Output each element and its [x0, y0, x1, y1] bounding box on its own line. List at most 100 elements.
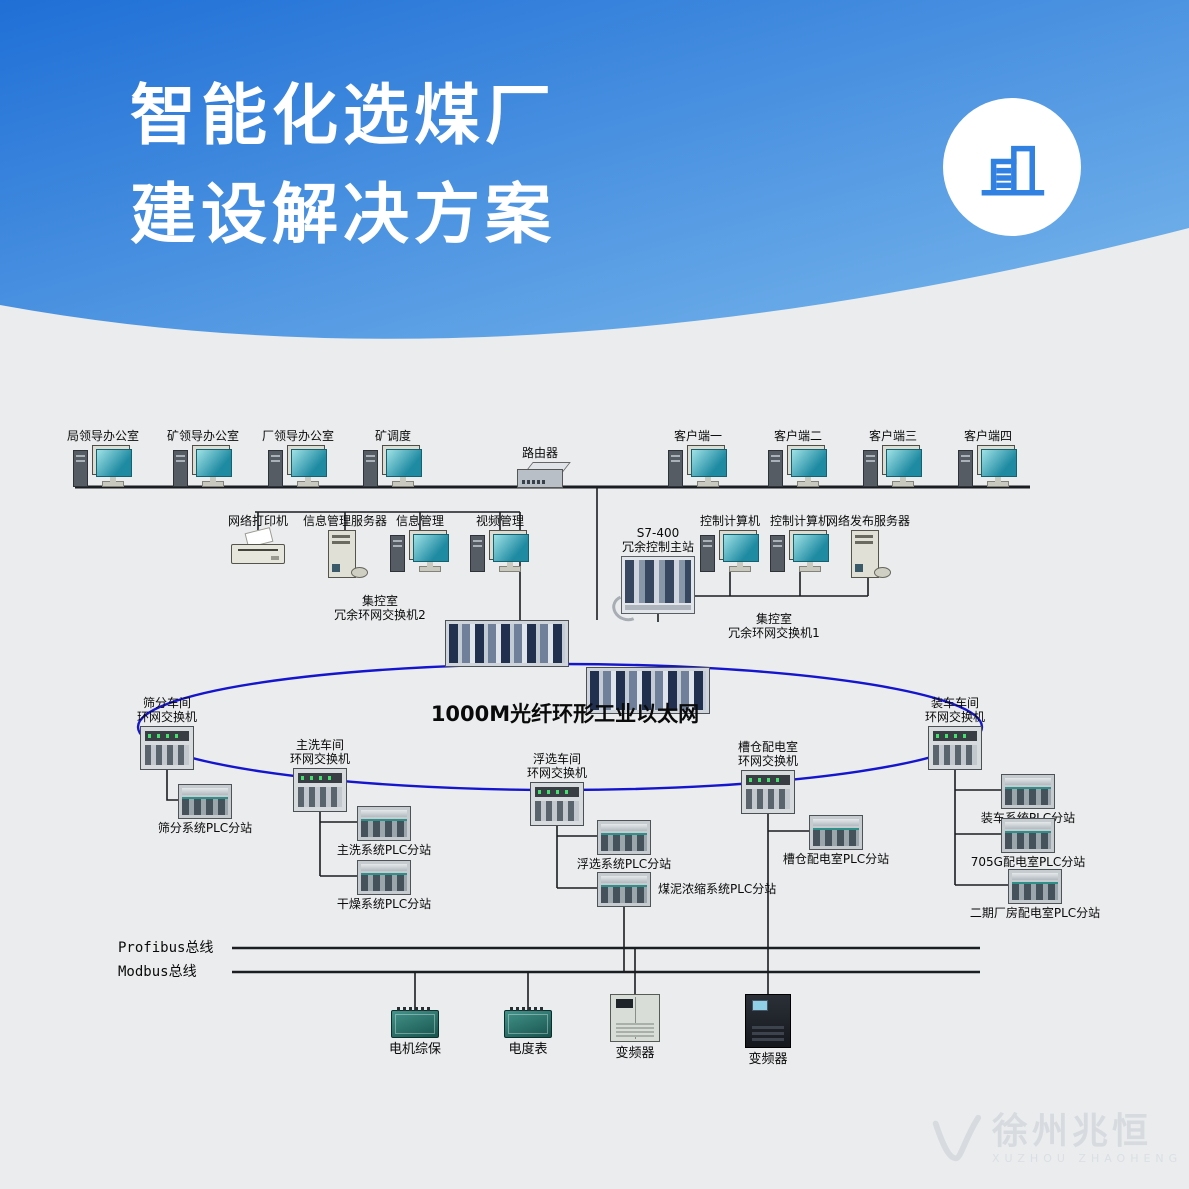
- node-web-publish-server: 网络发布服务器: [823, 514, 913, 578]
- node-label: 客户端三: [868, 429, 917, 443]
- node-info-server: 信息管理服务器: [300, 514, 390, 578]
- vfd-cabinet-icon: [610, 994, 660, 1042]
- node-client-4: 客户端四: [943, 429, 1033, 487]
- flotation-links: [556, 824, 598, 889]
- node-label: 客户端四: [963, 429, 1012, 443]
- watermark-subtitle: XUZHOU ZHAOHENG: [992, 1152, 1183, 1165]
- loading-links: [954, 766, 1009, 886]
- node-label: 变频器: [615, 1046, 655, 1061]
- node-label: 主洗系统PLC分站: [336, 843, 432, 857]
- s7-rack-icon: [621, 556, 695, 614]
- node-label: S7-400 冗余控制主站: [621, 526, 694, 554]
- node-plant-office: 厂领导办公室: [253, 429, 343, 487]
- node-label: 客户端一: [673, 429, 722, 443]
- plc-rack-icon: [809, 815, 863, 850]
- pc-icon: [767, 445, 829, 487]
- node-network-printer: 网络打印机: [213, 514, 303, 566]
- control-group-links: [657, 572, 869, 622]
- node-mine-dispatch: 矿调度: [348, 429, 438, 487]
- node-label: 矿调度: [374, 429, 411, 443]
- ring-switch-flotation: 浮选车间 环网交换机: [512, 752, 602, 826]
- pc-icon: [699, 530, 761, 572]
- pc-icon: [862, 445, 924, 487]
- node-label: 信息管理: [395, 514, 444, 528]
- node-client-1: 客户端一: [653, 429, 743, 487]
- node-energy-meter: 电度表: [478, 1007, 578, 1057]
- node-bureau-office: 局领导办公室: [58, 429, 148, 487]
- core-switch-1-label: 集控室 冗余环网交换机1: [728, 612, 820, 640]
- node-label: 变频器: [748, 1052, 788, 1067]
- pc-icon: [172, 445, 234, 487]
- node-vfd-2: 变频器: [718, 994, 818, 1067]
- watermark-logo: 徐州兆恒 XUZHOU ZHAOHENG: [926, 1110, 1182, 1168]
- node-label: 装车车间 环网交换机: [924, 696, 985, 724]
- plc-705g-power: 705G配电室PLC分站: [963, 818, 1093, 869]
- node-label: 浮选车间 环网交换机: [526, 752, 587, 780]
- node-label: 矿领导办公室: [166, 429, 239, 443]
- plc-rack-icon: [357, 860, 411, 895]
- ring-title: 1000M光纤环形工业以太网: [430, 702, 700, 726]
- node-label: 干燥系统PLC分站: [336, 897, 432, 911]
- plc-rack-icon: [178, 784, 232, 819]
- plc-main-wash: 主洗系统PLC分站: [319, 806, 449, 857]
- pc-icon: [389, 530, 451, 572]
- node-video-mgmt: 视频管理: [455, 514, 545, 572]
- plc-slime-thickening: [597, 872, 651, 907]
- bus-label-profibus: Profibus总线: [118, 940, 214, 956]
- plc-rack-icon: [1001, 774, 1055, 809]
- node-motor-protection: 电机综保: [365, 1007, 465, 1057]
- pc-icon: [362, 445, 424, 487]
- ring-switch-icon: [140, 726, 194, 770]
- pc-icon: [667, 445, 729, 487]
- node-label: 槽仓配电室 环网交换机: [737, 740, 798, 768]
- protection-relay-icon: [391, 1007, 439, 1038]
- node-label: 浮选系统PLC分站: [576, 857, 672, 871]
- core-switch-1-icon: [586, 667, 710, 714]
- mainwash-links: [319, 810, 358, 877]
- node-mine-office: 矿领导办公室: [158, 429, 248, 487]
- plc-rack-icon: [597, 872, 651, 907]
- checkmark-logo-icon: [932, 1114, 982, 1162]
- watermark-name: 徐州兆恒: [992, 1111, 1153, 1152]
- node-router: 路由器: [505, 446, 575, 488]
- node-info-mgmt: 信息管理: [375, 514, 465, 572]
- pc-icon: [72, 445, 134, 487]
- plc-drying: 干燥系统PLC分站: [319, 860, 449, 911]
- plc-bunker-power: 槽仓配电室PLC分站: [771, 815, 901, 866]
- ring-switch-loading: 装车车间 环网交换机: [910, 696, 1000, 770]
- core-switch-2-icon: [445, 620, 569, 667]
- server-icon: [322, 530, 368, 578]
- ring-switch-icon: [928, 726, 982, 770]
- node-control-pc-1: 控制计算机: [685, 514, 775, 572]
- plc-rack-icon: [1008, 869, 1062, 904]
- plc-rack-icon: [357, 806, 411, 841]
- server-icon: [845, 530, 891, 578]
- core-switch-2-label: 集控室 冗余环网交换机2: [334, 594, 426, 622]
- pc-icon: [957, 445, 1019, 487]
- ring-switch-icon: [530, 782, 584, 826]
- node-label: 视频管理: [475, 514, 524, 528]
- pc-icon: [769, 530, 831, 572]
- node-label: 厂领导办公室: [261, 429, 334, 443]
- node-label: 网络发布服务器: [825, 514, 910, 528]
- node-client-2: 客户端二: [753, 429, 843, 487]
- node-label: 控制计算机: [769, 514, 830, 528]
- pc-icon: [469, 530, 531, 572]
- node-client-3: 客户端三: [848, 429, 938, 487]
- node-s7-400-master: S7-400 冗余控制主站: [603, 526, 713, 614]
- ring-switch-icon: [293, 768, 347, 812]
- router-icon: [517, 462, 571, 488]
- plc-rack-icon: [597, 820, 651, 855]
- field-device-drops: [414, 948, 636, 1010]
- node-label: 电度表: [508, 1042, 548, 1057]
- bus-label-modbus: Modbus总线: [118, 964, 197, 980]
- node-label: 筛分系统PLC分站: [157, 821, 253, 835]
- ring-switch-main-wash: 主洗车间 环网交换机: [275, 738, 365, 812]
- node-label: 电机综保: [388, 1042, 441, 1057]
- node-label: 路由器: [521, 446, 558, 460]
- plc-flotation: 浮选系统PLC分站: [559, 820, 689, 871]
- ring-switch-icon: [741, 770, 795, 814]
- node-label: 客户端二: [773, 429, 822, 443]
- printer-icon: [231, 527, 285, 566]
